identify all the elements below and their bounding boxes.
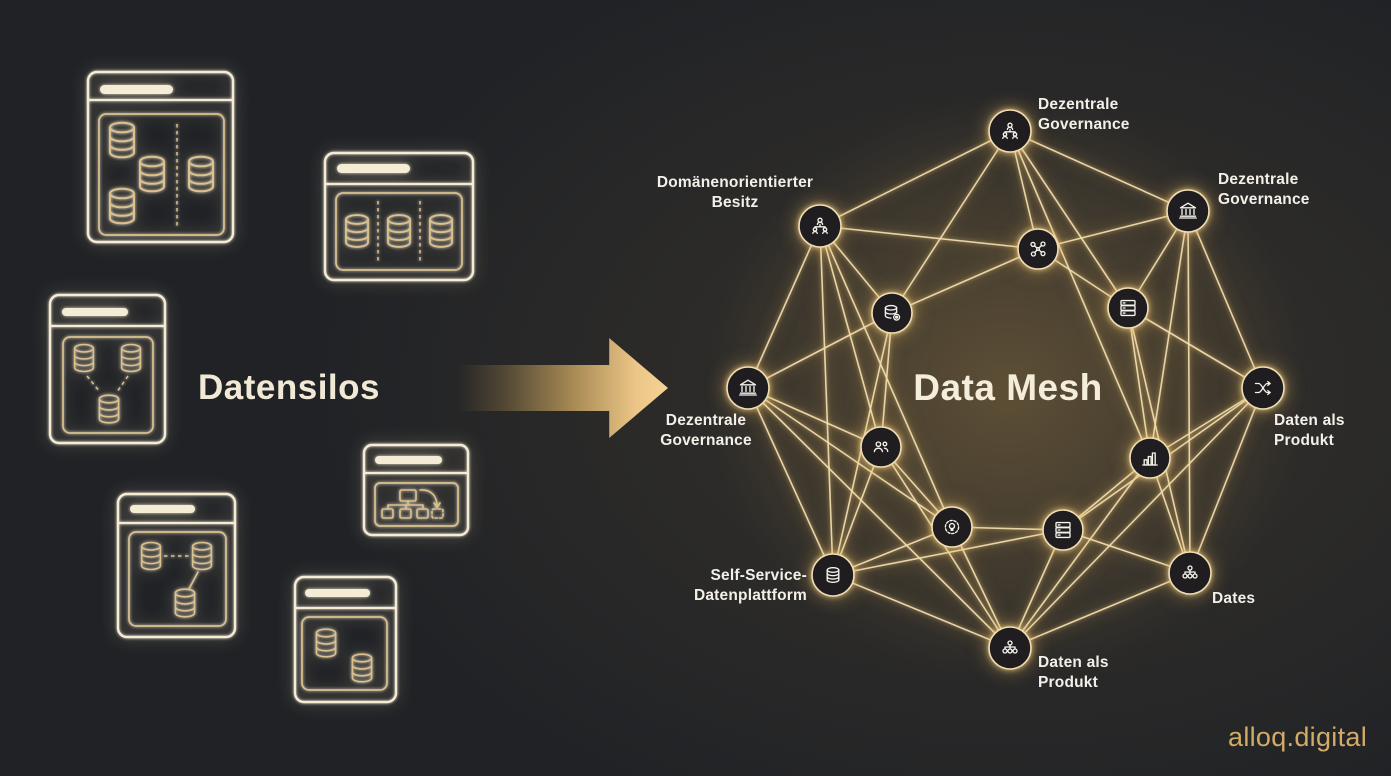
mesh-node-data-product-right xyxy=(1241,366,1285,410)
database-icon xyxy=(191,541,213,571)
database-icon xyxy=(140,541,162,571)
mesh-edge xyxy=(747,387,953,528)
mesh-edge xyxy=(1062,529,1191,574)
mesh-edge xyxy=(747,312,893,389)
mesh-edge xyxy=(832,574,1011,649)
database-icon xyxy=(109,121,135,159)
window-titlebar-pill xyxy=(305,589,370,597)
datensilos-title: Datensilos xyxy=(198,368,380,407)
mesh-edge xyxy=(1009,130,1189,212)
mesh-edge xyxy=(819,225,953,528)
mesh-node-governance-right xyxy=(1166,189,1210,233)
mesh-node-gear-bulb xyxy=(931,506,973,548)
data-silo-windows xyxy=(48,70,475,704)
mesh-edge xyxy=(891,248,1039,314)
database-icon xyxy=(73,343,95,373)
mesh-edge xyxy=(1149,387,1264,459)
mesh-nodes xyxy=(726,109,1285,670)
mesh-node-database-gear xyxy=(871,292,913,334)
flowchart-icon xyxy=(381,489,444,519)
label-data-product-right: Daten als Produkt xyxy=(1274,412,1345,449)
silo-window-3 xyxy=(48,293,167,445)
mesh-edge xyxy=(891,130,1011,314)
mesh-edge xyxy=(747,387,882,448)
database-icon xyxy=(139,155,165,193)
link-line xyxy=(188,571,199,590)
window-titlebar-pill xyxy=(100,85,173,94)
mesh-edge xyxy=(819,225,834,576)
window-titlebar-pill xyxy=(375,456,442,464)
mesh-edge xyxy=(1187,210,1264,389)
database-icon xyxy=(351,653,373,683)
window-titlebar-pill xyxy=(130,505,195,513)
database-icon xyxy=(429,214,453,248)
mesh-edge xyxy=(819,225,1039,250)
mesh-node-server-lower xyxy=(1042,509,1084,551)
mesh-edge xyxy=(1009,572,1191,649)
mesh-node-domain-ownership xyxy=(798,204,842,248)
database-icon xyxy=(120,343,142,373)
mesh-edge xyxy=(951,526,1011,649)
mesh-edge xyxy=(747,225,821,389)
label-governance-top: Dezentrale Governance xyxy=(1038,96,1130,133)
label-self-service: Self-Service- Datenplattform xyxy=(693,567,807,604)
brand-logo: alloq.digital xyxy=(1228,722,1367,752)
merge-arrow-line xyxy=(116,375,129,393)
mesh-edge xyxy=(1009,130,1151,459)
mesh-node-server-upper xyxy=(1107,287,1149,329)
silo-window-4 xyxy=(362,443,470,537)
mesh-node-governance-left xyxy=(726,366,770,410)
mesh-edge xyxy=(1009,130,1129,309)
mesh-node-dates xyxy=(1168,551,1212,595)
merge-arrow-line xyxy=(86,375,101,393)
mesh-edge xyxy=(819,130,1011,227)
mesh-edge xyxy=(880,312,893,448)
label-domain-ownership: Domänenorientierter Besitz xyxy=(656,174,814,211)
mesh-node-network xyxy=(1017,228,1059,270)
mesh-node-data-product-bottom xyxy=(988,626,1032,670)
mesh-node-bar-chart xyxy=(1129,437,1171,479)
mesh-node-self-service xyxy=(811,553,855,597)
mesh-edge xyxy=(1149,210,1189,459)
mesh-edge xyxy=(1127,307,1264,389)
silo-window-1 xyxy=(86,70,235,244)
database-icon xyxy=(315,628,337,658)
label-dates: Dates xyxy=(1212,590,1256,607)
mesh-node-governance-top xyxy=(988,109,1032,153)
database-icon xyxy=(188,155,214,193)
mesh-edge xyxy=(747,387,834,576)
label-governance-right: Dezentrale Governance xyxy=(1218,171,1310,208)
mesh-edge xyxy=(1009,387,1264,649)
label-governance-left: Dezentrale Governance xyxy=(660,412,752,449)
mesh-edge xyxy=(880,446,1011,649)
database-icon xyxy=(98,394,120,424)
mesh-edge xyxy=(832,446,882,576)
silo-window-5 xyxy=(116,492,237,639)
data-mesh-title: Data Mesh xyxy=(913,367,1103,408)
mesh-edge xyxy=(1037,210,1189,250)
silo-window-6 xyxy=(293,575,398,704)
mesh-edge xyxy=(747,387,1011,649)
mesh-edge xyxy=(1127,307,1151,459)
mesh-node-users xyxy=(860,426,902,468)
window-titlebar-pill xyxy=(337,164,410,173)
database-icon xyxy=(387,214,411,248)
database-icon xyxy=(174,588,196,618)
mesh-edge xyxy=(1187,210,1191,574)
mesh-edge xyxy=(819,225,882,448)
database-icon xyxy=(109,187,135,225)
label-data-product-bottom: Daten als Produkt xyxy=(1038,654,1109,691)
window-titlebar-pill xyxy=(62,308,128,316)
mesh-edge xyxy=(1009,457,1151,649)
mesh-edge xyxy=(1189,387,1264,574)
silo-window-2 xyxy=(323,151,475,282)
database-icon xyxy=(345,214,369,248)
